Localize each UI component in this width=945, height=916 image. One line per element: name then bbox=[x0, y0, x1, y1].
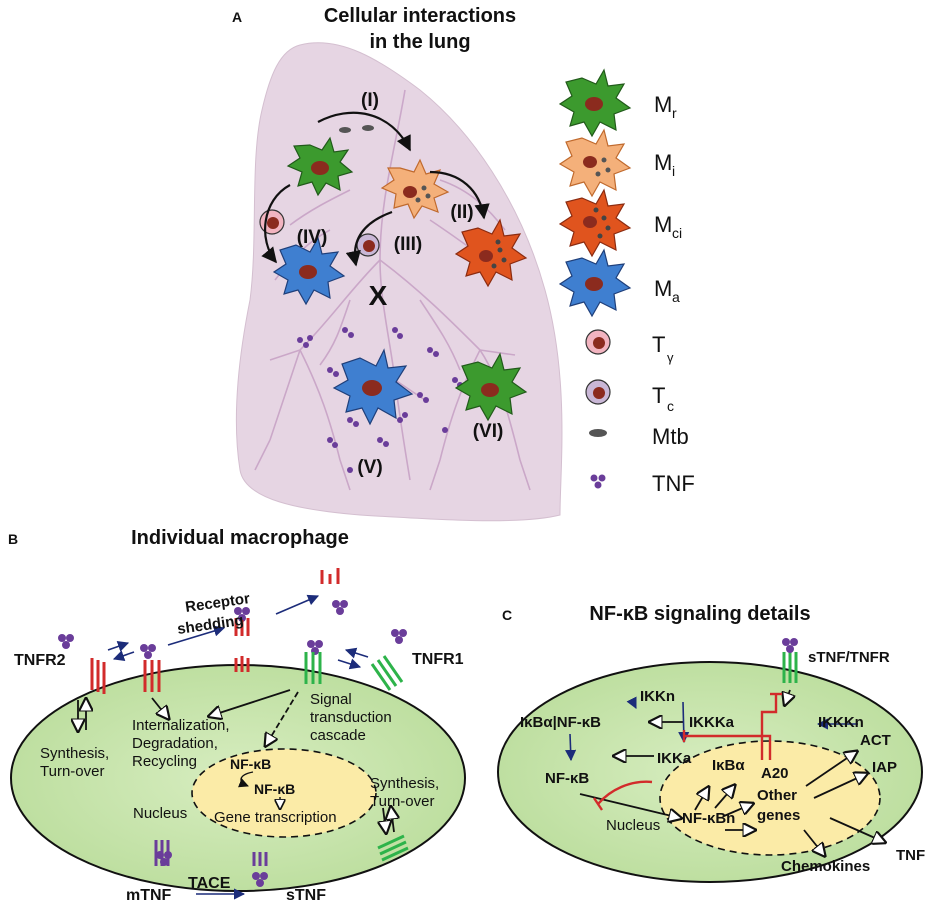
nfkbn-label: NF-κBn bbox=[682, 810, 735, 827]
lung-resting-macrophage-2 bbox=[454, 352, 528, 422]
synthesis-right-1: Synthesis, bbox=[370, 775, 439, 792]
legend-tgamma-sub: γ bbox=[667, 350, 674, 365]
nfkb-label-c: NF-κB bbox=[545, 770, 589, 787]
mtnf-membrane-tnf bbox=[154, 840, 268, 866]
mtb-bacteria-icon bbox=[589, 429, 607, 437]
chronically-infected-macrophage-icon bbox=[558, 188, 632, 258]
tnfr2-receptor bbox=[90, 658, 106, 694]
lung-t-gamma-cell bbox=[259, 209, 285, 235]
lung-resting-macrophage bbox=[286, 136, 354, 197]
activated-macrophage-icon bbox=[558, 248, 632, 318]
panel-a-title-line1: Cellular interactions bbox=[324, 5, 516, 27]
panel-b-arrows bbox=[78, 594, 394, 900]
synthesis-left-1: Synthesis, bbox=[40, 745, 109, 762]
legend-tnf: TNF bbox=[652, 471, 695, 496]
shedding-receptor bbox=[143, 660, 161, 692]
panel-a-title-line2: in the lung bbox=[369, 31, 470, 53]
a20-inhibition-lines bbox=[593, 692, 782, 811]
internalization-label-2: Degradation, bbox=[132, 735, 218, 752]
svg-text:X: X bbox=[369, 280, 388, 311]
panel-c-title: NF-κB signaling details bbox=[589, 603, 810, 625]
tnfr2-label: TNFR2 bbox=[14, 652, 66, 669]
legend-mtb: Mtb bbox=[652, 424, 689, 449]
panel-b-letter: B bbox=[8, 531, 18, 547]
gene-transcription-label: Gene transcription bbox=[214, 809, 337, 826]
ikba-label: IκBα bbox=[712, 757, 745, 774]
legend-mr-sub: r bbox=[672, 105, 677, 121]
t-c-cell-icon bbox=[585, 379, 611, 405]
tace-label: TACE bbox=[188, 875, 231, 892]
resting-macrophage-icon bbox=[558, 68, 632, 138]
infected-macrophage-icon bbox=[558, 128, 632, 198]
signal-label-3: cascade bbox=[310, 727, 366, 744]
mtnf-label: mTNF bbox=[126, 887, 172, 904]
synthesis-right-2: Turn-over bbox=[370, 793, 434, 810]
other-genes-label-2: genes bbox=[757, 807, 800, 824]
panel-b-title: Individual macrophage bbox=[131, 527, 349, 549]
legend-mr-base: M bbox=[654, 92, 672, 117]
stage-label-ii: (II) bbox=[450, 202, 473, 223]
stage-label-i: (I) bbox=[361, 90, 379, 111]
stnf-label: sTNF bbox=[286, 887, 326, 904]
ikba-nfkb-label: IκBα|NF-κB bbox=[520, 714, 601, 731]
blocked-interaction-mark: X bbox=[369, 280, 388, 311]
ikka-label: IKKa bbox=[657, 750, 692, 767]
legend-mi-sub: i bbox=[672, 163, 675, 179]
t-gamma-cell-icon bbox=[585, 329, 611, 355]
nucleus-label-c: Nucleus bbox=[606, 817, 660, 834]
shed-receptor-fragments bbox=[234, 568, 340, 672]
stage-label-v: (V) bbox=[357, 457, 382, 478]
stage-label-iii: (III) bbox=[394, 234, 423, 255]
legend-mci-sub: ci bbox=[672, 225, 682, 241]
panel-c-receptor bbox=[782, 638, 798, 683]
lung-mtb-particles bbox=[339, 125, 374, 133]
act-label: ACT bbox=[860, 732, 891, 749]
signal-label-2: transduction bbox=[310, 709, 392, 726]
legend-tgamma-base: T bbox=[652, 332, 665, 357]
lung-t-c-cell bbox=[356, 233, 380, 257]
lung-interaction-arrows bbox=[261, 111, 490, 267]
macrophage-nucleus bbox=[191, 748, 377, 838]
lung-chronic-macrophage bbox=[454, 218, 528, 288]
other-genes-label-1: Other bbox=[757, 787, 797, 804]
legend-ma-sub: a bbox=[672, 289, 680, 305]
a20-label: A20 bbox=[761, 765, 789, 782]
nfkb-cytoplasm-label: NF-κB bbox=[230, 756, 271, 772]
lung-outline bbox=[235, 42, 563, 522]
legend-tc-base: T bbox=[652, 383, 665, 408]
ikkkn-label: IKKKn bbox=[818, 714, 864, 731]
panel-c-arrows bbox=[565, 689, 884, 855]
stage-label-vi: (VI) bbox=[473, 421, 504, 442]
legend: M r M i M ci M a T γ bbox=[558, 68, 695, 496]
lung-infected-macrophage bbox=[380, 158, 450, 220]
legend-mi-base: M bbox=[654, 150, 672, 175]
panel-b-tnf-trimers bbox=[58, 600, 407, 887]
stnf-tnfr-label: sTNF/TNFR bbox=[808, 649, 890, 666]
lung-activated-macrophage bbox=[272, 236, 346, 306]
nucleus-label-b: Nucleus bbox=[133, 805, 187, 822]
tnfr1-label: TNFR1 bbox=[412, 651, 464, 668]
internalization-label-3: Recycling bbox=[132, 753, 197, 770]
iap-label: IAP bbox=[872, 759, 897, 776]
lung-activated-macrophage-2 bbox=[332, 348, 414, 426]
nfkb-nucleus-label: NF-κB bbox=[254, 781, 295, 797]
legend-mci-base: M bbox=[654, 212, 672, 237]
tnf-trimer-icon bbox=[590, 474, 606, 489]
ikkn-label: IKKn bbox=[640, 688, 675, 705]
legend-tc-sub: c bbox=[667, 398, 674, 414]
panel-a-letter: A bbox=[232, 9, 242, 25]
tnf-label-c: TNF bbox=[896, 847, 925, 864]
internalization-label-1: Internalization, bbox=[132, 717, 230, 734]
signaling-nucleus bbox=[659, 740, 881, 856]
tnfr1-receptor bbox=[304, 652, 409, 862]
stage-label-iv: (IV) bbox=[297, 227, 328, 248]
signal-label-1: Signal bbox=[310, 691, 352, 708]
ikkka-label: IKKKa bbox=[689, 714, 735, 731]
synthesis-left-2: Turn-over bbox=[40, 763, 104, 780]
panel-c-letter: C bbox=[502, 607, 512, 623]
legend-ma-base: M bbox=[654, 276, 672, 301]
chemokines-label: Chemokines bbox=[781, 858, 870, 875]
